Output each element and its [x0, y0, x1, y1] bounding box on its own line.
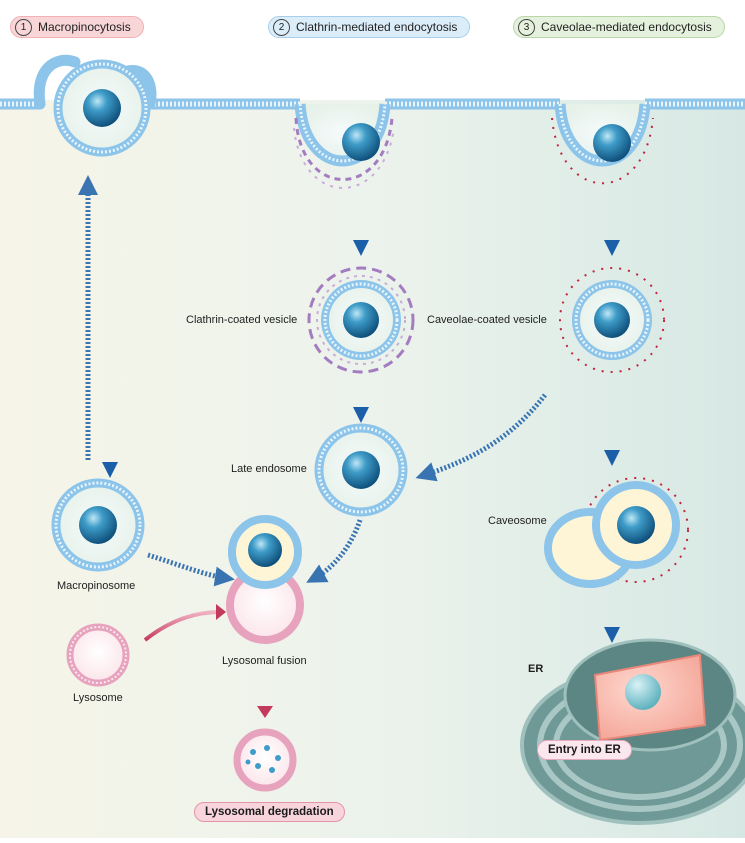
- label-lysosomal-fusion: Lysosomal fusion: [222, 655, 307, 667]
- arrow-caveolae-to-endosome: [415, 393, 547, 482]
- label-lysosome: Lysosome: [73, 692, 123, 704]
- lysosomal-fusion: [226, 515, 304, 644]
- endoplasmic-reticulum: [520, 638, 745, 825]
- clathrin-coated-vesicle: [307, 266, 415, 374]
- clathrin-pit: [293, 103, 395, 189]
- pathway-pill-macropinocytosis: 1 Macropinocytosis: [10, 16, 144, 38]
- arrow-endosome-to-fusion: [306, 519, 363, 583]
- label-clathrin-coated-vesicle: Clathrin-coated vesicle: [186, 314, 298, 326]
- pathway-label: Macropinocytosis: [38, 20, 131, 34]
- macropinocytosis-ruffle: [33, 54, 157, 157]
- pathway-pill-caveolae: 3 Caveolae-mediated endocytosis: [513, 16, 725, 38]
- label-er: ER: [528, 663, 544, 675]
- outcome-entry-into-er: Entry into ER: [537, 740, 632, 760]
- nanoparticle: [83, 89, 121, 127]
- outcome-lysosomal-degradation: Lysosomal degradation: [194, 802, 345, 822]
- nanoparticle-in-er: [625, 674, 661, 710]
- pathway-number: 3: [518, 18, 535, 36]
- lysosome: [66, 623, 130, 687]
- caveosome: [544, 477, 689, 588]
- pathway-number: 1: [15, 18, 32, 36]
- label-caveolae-coated-vesicle: Caveolae-coated vesicle: [427, 314, 547, 326]
- late-endosome: [314, 423, 408, 517]
- label-macropinosome: Macropinosome: [57, 580, 136, 592]
- pathway-number: 2: [273, 18, 290, 36]
- pathway-pill-clathrin: 2 Clathrin-mediated endocytosis: [268, 16, 471, 38]
- arrow-macropinosome-to-fusion: [147, 552, 235, 587]
- pathway-label: Clathrin-mediated endocytosis: [296, 20, 458, 34]
- arrow-lysosome-to-fusion: [143, 610, 221, 642]
- caveolae-coated-vesicle: [559, 267, 665, 373]
- caveolae-pit: [551, 103, 654, 185]
- degradation-lysosome: [233, 728, 297, 792]
- label-caveosome: Caveosome: [488, 515, 547, 527]
- macropinosome: [51, 478, 145, 572]
- pathway-label: Caveolae-mediated endocytosis: [541, 20, 712, 34]
- label-late-endosome: Late endosome: [231, 463, 307, 475]
